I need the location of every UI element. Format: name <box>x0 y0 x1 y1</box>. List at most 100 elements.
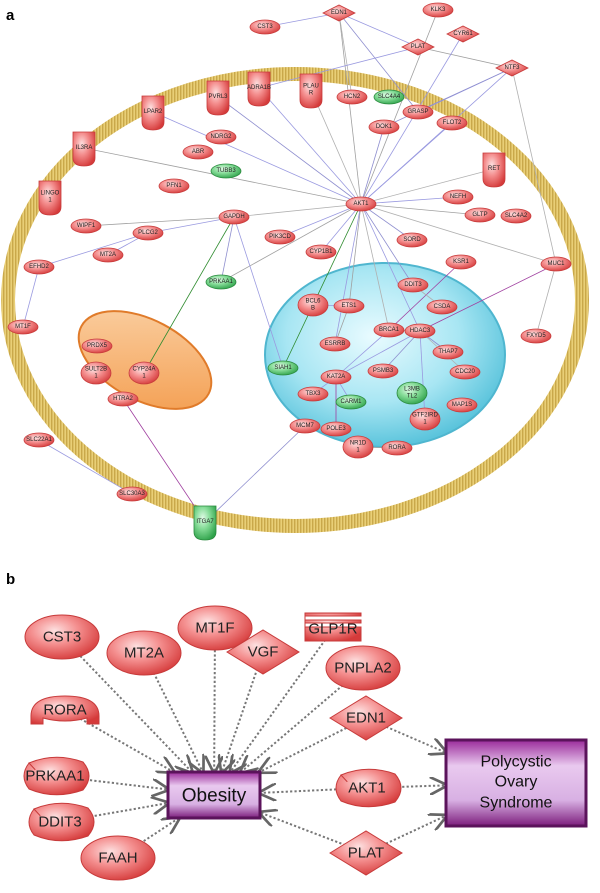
node-b-vgf-shape <box>226 629 300 675</box>
node-csda: CSDA <box>426 299 458 315</box>
node-slc30a3-label: SLC30A3 <box>119 491 145 497</box>
node-plcg2-label: PLCG2 <box>138 230 158 236</box>
node-ndrg2-label: NDRG2 <box>210 134 232 140</box>
node-hcn2: HCN2 <box>336 89 368 105</box>
node-hcn2-shape <box>336 89 368 105</box>
edge-muc1-fxyd5 <box>535 263 557 337</box>
node-pfn1: PFN1 <box>158 178 190 194</box>
node-b-glp1r-shape <box>304 612 362 642</box>
node-rora: RORA <box>381 440 413 456</box>
node-b-mt2a-label: MT2A <box>124 645 164 662</box>
node-gltp: GLTP <box>464 207 496 223</box>
node-ets1-label: ETS1 <box>341 303 357 309</box>
node-gltp-shape <box>464 207 496 223</box>
edge-gapdh-cyp24a1 <box>143 216 235 374</box>
node-ksr1-shape <box>445 254 477 270</box>
node-map1s-label: MAP1S <box>452 402 472 408</box>
edge-akt1-pik3cd <box>279 203 362 238</box>
pcos-label-line3: Syndrome <box>480 795 553 812</box>
node-carm1: CARM1 <box>335 394 367 410</box>
node-gtf2ird1-shape <box>409 407 441 431</box>
node-slc4a4-shape <box>373 89 405 105</box>
node-mt2a: MT2A <box>92 247 124 263</box>
node-efhd2: EFHD2 <box>23 259 55 275</box>
node-siah1: SIAH1 <box>267 360 299 376</box>
node-brca1: BRCA1 <box>373 322 405 338</box>
node-siah1-shape <box>267 360 299 376</box>
edge-akt1-brca1 <box>360 203 391 331</box>
node-cyp1b1-label: CYP1B1 <box>309 249 333 255</box>
edge-akt1-dok1 <box>360 126 385 205</box>
node-carm1-label: CARM1 <box>340 399 362 405</box>
node-htra2-label: HTRA2 <box>113 396 133 402</box>
node-efhd2-shape <box>23 259 55 275</box>
node-map1s: MAP1S <box>446 397 478 413</box>
node-hdac3: HDAC3 <box>404 323 436 339</box>
node-slc4a4-label: SLC4A4 <box>378 94 401 100</box>
node-b-prkaa1-shape <box>23 756 90 796</box>
node-htra2-shape <box>107 391 139 407</box>
node-b-pnpla2-shape <box>325 645 401 691</box>
node-klk3-label: KLK3 <box>431 7 446 13</box>
node-cyp24a1-label-line2: 1 <box>142 374 146 380</box>
node-sult2b1-label-line2: 1 <box>94 374 98 380</box>
edge-edn1-hcn2 <box>338 12 354 98</box>
node-bcl6b-label-line2: B <box>311 306 315 312</box>
node-rora-label: RORA <box>388 445 405 451</box>
node-psmb3-label: PSMB3 <box>373 368 394 374</box>
node-pik3cd-shape <box>264 229 296 245</box>
node-dok1: DOK1 <box>368 119 400 135</box>
node-mcm7-label: MCM7 <box>296 423 314 429</box>
node-tbx3-shape <box>297 386 329 402</box>
node-cst3-label: CST3 <box>257 24 273 30</box>
edge-plat-adra1b <box>258 46 419 90</box>
node-prkaa1-label: PRKAA1 <box>209 279 233 285</box>
node-lingo1-label-line2: 1 <box>48 198 52 204</box>
node-mcm7: MCM7 <box>289 418 321 434</box>
node-b-cst3-shape <box>24 614 100 660</box>
node-slc22a1-shape <box>23 432 55 448</box>
node-ddit3: DDIT3 <box>397 277 429 293</box>
node-b-pnpla2: PNPLA2 <box>325 645 401 691</box>
edge-ksr1-brca1 <box>388 261 462 331</box>
node-ksr1: KSR1 <box>445 254 477 270</box>
node-mt1f: MT1F <box>7 319 39 335</box>
edge-akt1-ret <box>360 167 495 205</box>
pcos-box: Polycystic Ovary Syndrome <box>444 738 588 828</box>
node-pole3-label: POLE3 <box>326 426 346 432</box>
node-b-ddit3-shape <box>28 802 95 842</box>
node-plcg2-shape <box>132 225 164 241</box>
edge-akt1-siah1 <box>282 203 362 369</box>
node-thap7-label: THAP7 <box>438 349 458 355</box>
edge-plcg2-efhd2 <box>38 232 149 268</box>
edge-itga7-mcm7 <box>204 425 306 523</box>
node-abr-shape <box>182 144 214 160</box>
node-b-akt1: AKT1 <box>335 768 402 808</box>
node-akt1: AKT1 <box>345 196 377 212</box>
node-ksr1-label: KSR1 <box>453 259 469 265</box>
node-gapdh: GAPDH <box>218 209 250 225</box>
node-lpar2: LPAR2 <box>141 95 165 131</box>
node-b-glp1r-label: GLP1R <box>308 621 357 638</box>
pcos-label-line1: Polycystic <box>480 754 551 771</box>
node-brca1-label: BRCA1 <box>379 327 400 333</box>
node-lingo1-label-line1: LINGO <box>41 191 60 197</box>
node-cyr61-label: CYR61 <box>453 31 473 37</box>
edge-plaur-akt1 <box>310 89 362 205</box>
node-l3mbtl2-label-line1: L3MB <box>404 387 420 393</box>
node-b-plat-shape <box>329 830 403 876</box>
node-pfn1-shape <box>158 178 190 194</box>
node-pvrl3-label: PVRL3 <box>208 94 228 100</box>
node-b-mt1f: MT1F <box>177 605 253 651</box>
node-slc4a4: SLC4A4 <box>373 89 405 105</box>
edge-cyr61-akt1 <box>360 33 464 205</box>
edge-akt1-ets1 <box>347 203 362 307</box>
node-akt1-label: AKT1 <box>353 201 369 207</box>
edge-akt1-esrrb <box>333 203 362 345</box>
node-prdx5-shape <box>81 338 113 354</box>
node-csda-label: CSDA <box>434 304 451 310</box>
node-prdx5-label: PRDX5 <box>87 343 108 349</box>
